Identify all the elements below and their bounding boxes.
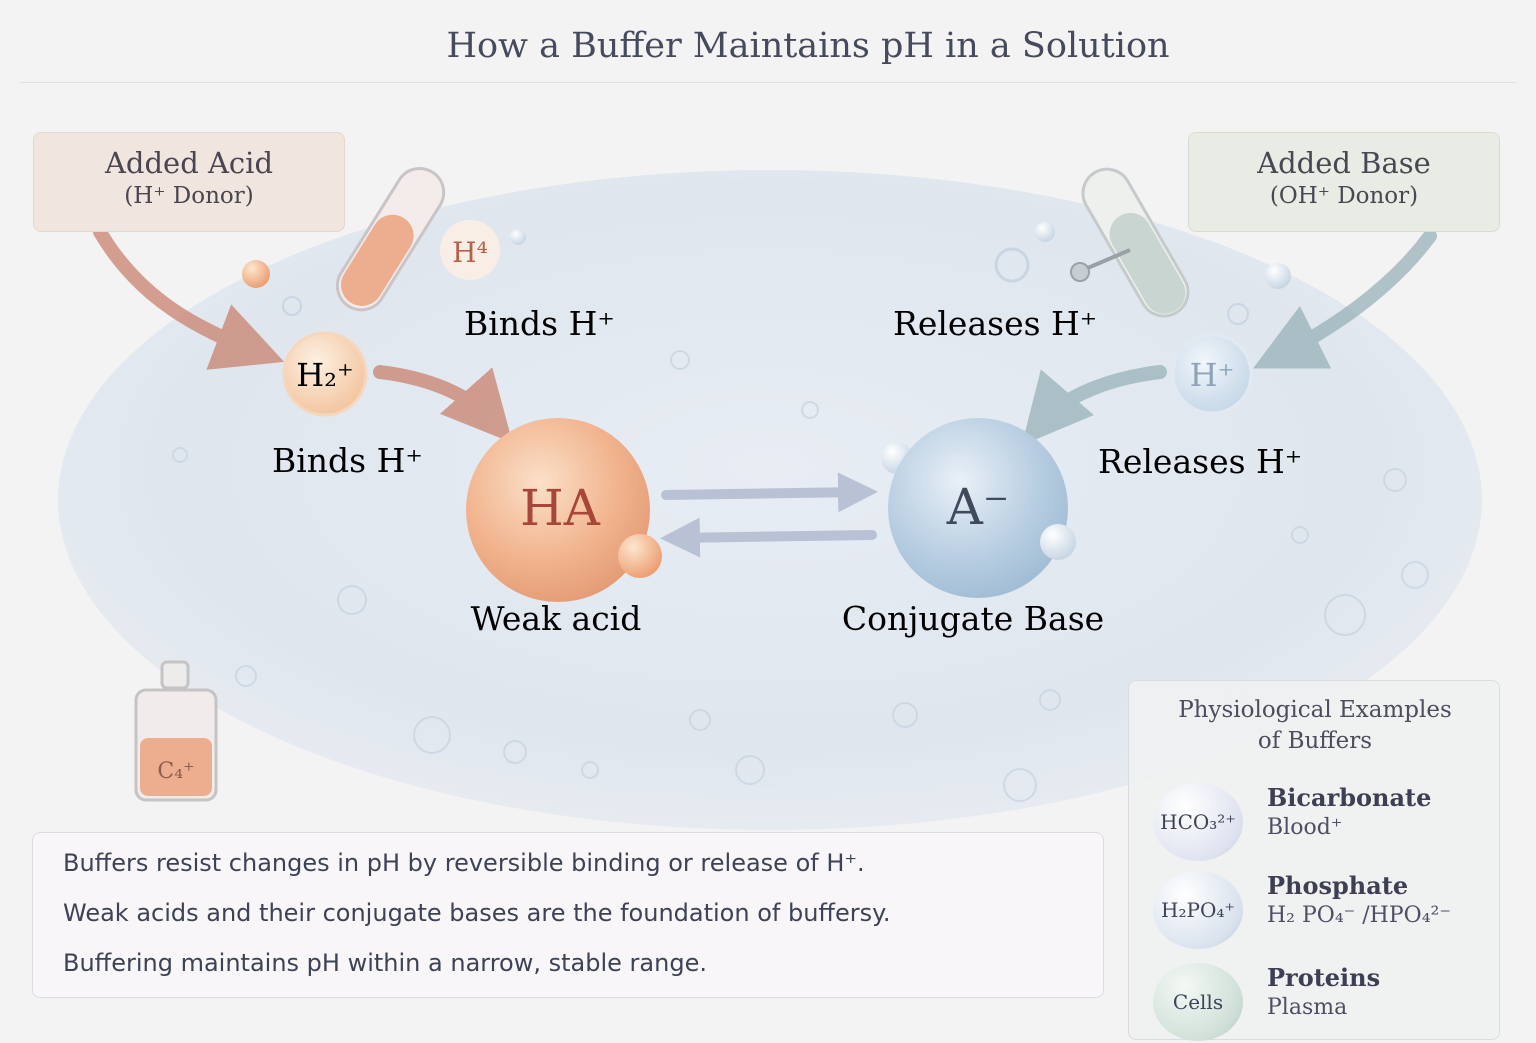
bicarbonate-badge: HCO₃²⁺ xyxy=(1153,783,1243,861)
example-bicarbonate: HCO₃²⁺ Bicarbonate Blood⁺ xyxy=(1153,783,1493,863)
phosphate-badge: H₂PO₄⁺ xyxy=(1153,871,1243,949)
conjugate-base-symbol: A⁻ xyxy=(946,478,1010,536)
added-base-callout: Added Base (OH⁺ Donor) xyxy=(1188,132,1500,232)
h-plus-molecule xyxy=(1171,333,1253,415)
bind-arrow xyxy=(373,365,513,443)
conjugate-base-molecule xyxy=(888,418,1068,598)
proteins-location: Plasma xyxy=(1267,995,1348,1020)
solution-bubbles xyxy=(172,350,1429,802)
bottle-icon: C₄⁺ xyxy=(134,660,218,802)
releases-h-label-top: Releases H⁺ xyxy=(893,304,1097,343)
h2-plus-molecule xyxy=(282,331,368,417)
h-plus-label: H⁺ xyxy=(1190,356,1235,394)
examples-title: Physiological Examples of Buffers xyxy=(1129,695,1501,757)
weak-acid-molecule xyxy=(466,418,650,602)
added-acid-title: Added Acid xyxy=(104,146,274,180)
binds-h-label-left: Binds H⁺ xyxy=(272,441,423,480)
releases-h-label-right: Releases H⁺ xyxy=(1098,442,1302,481)
bicarbonate-location: Blood⁺ xyxy=(1267,815,1343,840)
reverse-equilibrium-arrow xyxy=(660,517,877,558)
proteins-name: Proteins xyxy=(1267,963,1381,992)
title-divider xyxy=(20,82,1516,83)
bottle-label: C₄⁺ xyxy=(157,759,194,784)
weak-acid-symbol: HA xyxy=(520,479,601,537)
example-proteins: Cells Proteins Plasma xyxy=(1153,963,1493,1043)
example-phosphate: H₂PO₄⁺ Phosphate H₂ PO₄⁻ /HPO₄²⁻ xyxy=(1153,871,1493,951)
proteins-badge: Cells xyxy=(1153,963,1243,1041)
added-base-title: Added Base xyxy=(1257,146,1431,180)
bicarbonate-name: Bicarbonate xyxy=(1267,783,1432,812)
acid-inflow-arrow xyxy=(93,225,285,370)
bubble xyxy=(510,229,526,245)
examples-title-line1: Physiological Examples xyxy=(1178,697,1452,723)
acid-particle xyxy=(242,260,270,288)
note-line: Buffering maintains pH within a narrow, … xyxy=(63,949,707,977)
h2-plus-label: H₂⁺ xyxy=(296,356,354,394)
weak-acid-caption: Weak acid xyxy=(471,599,642,638)
h4-label: H⁴ xyxy=(452,236,488,269)
conjugate-base-caption: Conjugate Base xyxy=(842,599,1104,638)
bubble xyxy=(1265,263,1291,289)
phosphate-formula: H₂ PO₄⁻ /HPO₄²⁻ xyxy=(1267,903,1451,928)
forward-equilibrium-arrow xyxy=(661,472,878,513)
bubble xyxy=(1035,222,1055,242)
base-test-tube xyxy=(1070,167,1190,318)
summary-notes: Buffers resist changes in pH by reversib… xyxy=(32,832,1104,998)
page-title: How a Buffer Maintains pH in a Solution xyxy=(446,26,1170,66)
acid-test-tube xyxy=(335,167,446,312)
added-acid-subtitle: (H⁺ Donor) xyxy=(124,183,254,209)
examples-title-line2: of Buffers xyxy=(1257,728,1373,754)
physiological-examples-panel: Physiological Examples of Buffers HCO₃²⁺… xyxy=(1128,680,1501,1043)
binds-h-label-top: Binds H⁺ xyxy=(464,304,615,343)
note-line: Buffers resist changes in pH by reversib… xyxy=(63,849,865,877)
phosphate-name: Phosphate xyxy=(1267,871,1409,900)
solution-pool xyxy=(58,170,1482,830)
added-base-subtitle: (OH⁺ Donor) xyxy=(1269,183,1419,209)
base-inflow-arrow xyxy=(1252,229,1437,369)
note-line: Weak acids and their conjugate bases are… xyxy=(63,899,891,927)
h4-molecule xyxy=(440,220,500,280)
added-acid-callout: Added Acid (H⁺ Donor) xyxy=(33,132,345,232)
release-arrow xyxy=(1021,365,1167,446)
